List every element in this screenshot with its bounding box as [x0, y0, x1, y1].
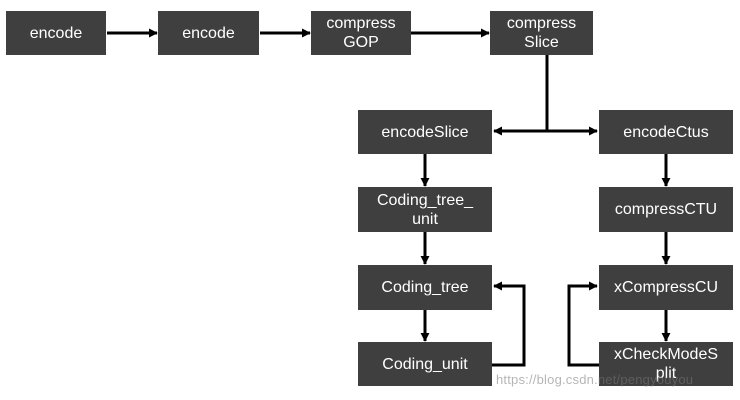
node-encode-slice: encodeSlice	[358, 110, 492, 154]
node-coding-unit: Coding_unit	[358, 342, 492, 386]
arrow-coding-unit-loop-back	[492, 281, 526, 367]
node-encode-2: encode	[158, 11, 259, 55]
node-encode-ctus: encodeCtus	[599, 110, 733, 154]
node-compress-ctu: compressCTU	[599, 187, 733, 232]
node-compress-slice: compress Slice	[490, 11, 593, 55]
watermark-text: https://blog.csdn.net/pengyouyou	[496, 372, 694, 387]
node-compress-gop: compress GOP	[311, 11, 411, 55]
node-x-compress-cu: xCompressCU	[599, 265, 733, 310]
node-x-check-mode-split: xCheckModeS plit	[599, 342, 733, 386]
arrow-x-check-mode-split-loop-back	[567, 281, 599, 367]
node-coding-tree-unit: Coding_tree_ unit	[358, 187, 492, 232]
node-coding-tree: Coding_tree	[358, 265, 492, 310]
node-encode-1: encode	[6, 11, 106, 55]
